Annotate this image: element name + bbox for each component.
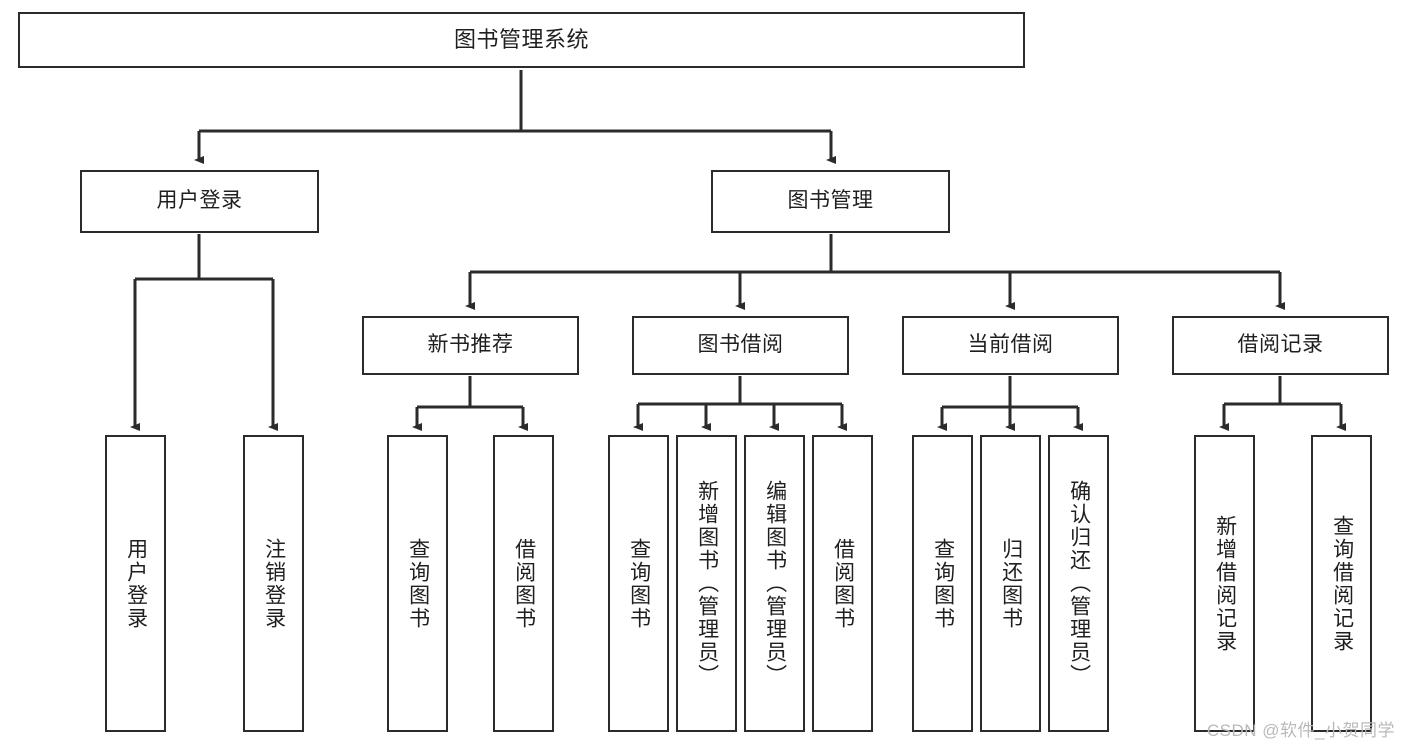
node-leaf-user-login[interactable]: 用户登录 xyxy=(105,435,166,732)
node-leaf-confirm-return[interactable]: 确认归还（管理员） xyxy=(1048,435,1109,732)
node-user-login[interactable]: 用户登录 xyxy=(80,170,319,233)
node-leaf-return-book[interactable]: 归还图书 xyxy=(980,435,1041,732)
node-root[interactable]: 图书管理系统 xyxy=(18,12,1025,68)
node-new-book-recommend[interactable]: 新书推荐 xyxy=(362,316,579,375)
node-leaf-add-book[interactable]: 新增图书（管理员） xyxy=(676,435,737,732)
node-leaf-add-record[interactable]: 新增借阅记录 xyxy=(1194,435,1255,732)
node-leaf-query-record[interactable]: 查询借阅记录 xyxy=(1311,435,1372,732)
node-leaf-query-book-3[interactable]: 查询图书 xyxy=(912,435,973,732)
node-leaf-borrow-book-1[interactable]: 借阅图书 xyxy=(493,435,554,732)
node-leaf-edit-book[interactable]: 编辑图书（管理员） xyxy=(744,435,805,732)
node-book-manage[interactable]: 图书管理 xyxy=(711,170,950,233)
node-leaf-query-book-1[interactable]: 查询图书 xyxy=(387,435,448,732)
node-leaf-borrow-book-2[interactable]: 借阅图书 xyxy=(812,435,873,732)
csdn-watermark: CSDN @软件_小贺同学 xyxy=(1206,721,1395,740)
node-book-borrow[interactable]: 图书借阅 xyxy=(632,316,849,375)
node-leaf-query-book-2[interactable]: 查询图书 xyxy=(608,435,669,732)
node-leaf-user-logout[interactable]: 注销登录 xyxy=(243,435,304,732)
node-borrow-record[interactable]: 借阅记录 xyxy=(1172,316,1389,375)
node-current-borrow[interactable]: 当前借阅 xyxy=(902,316,1119,375)
